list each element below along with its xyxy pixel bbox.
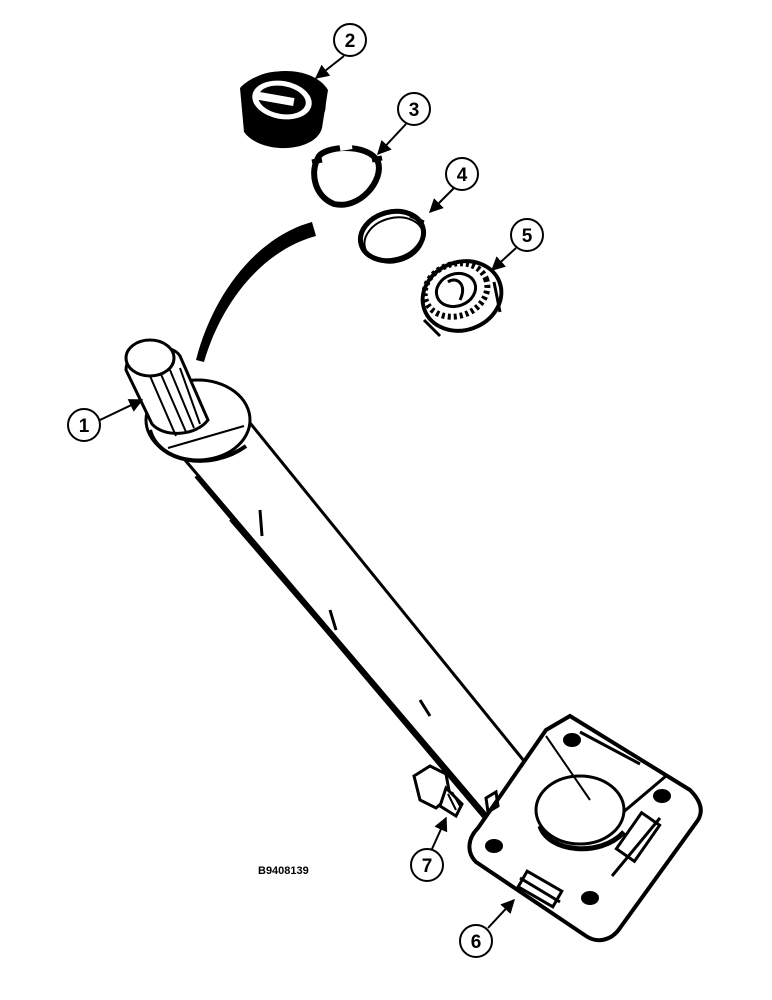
- part-4-spring-ring: [357, 208, 427, 264]
- part-3-snap-ring: [311, 143, 383, 208]
- callout-1-label: 1: [79, 416, 90, 437]
- callout-3: 3: [377, 92, 431, 156]
- part-5-bearing: [420, 259, 504, 338]
- part-2-bushing: [240, 71, 328, 149]
- callout-3-label: 3: [409, 100, 420, 121]
- callout-6: 6: [459, 898, 515, 958]
- callout-7: 7: [410, 816, 448, 882]
- callout-2: 2: [314, 23, 367, 79]
- callout-7-label: 7: [422, 856, 433, 877]
- callout-5-label: 5: [522, 226, 533, 247]
- callout-6-label: 6: [471, 932, 482, 953]
- callout-2-label: 2: [345, 31, 356, 52]
- callout-4-label: 4: [457, 165, 468, 186]
- callout-1: 1: [67, 399, 144, 442]
- callout-4: 4: [429, 157, 479, 213]
- callout-5: 5: [490, 218, 544, 271]
- part-7-fitting: [412, 764, 500, 819]
- installation-path: [196, 222, 316, 362]
- figure-reference-code: B9408139: [258, 865, 309, 877]
- part-1-steering-column: [124, 338, 703, 943]
